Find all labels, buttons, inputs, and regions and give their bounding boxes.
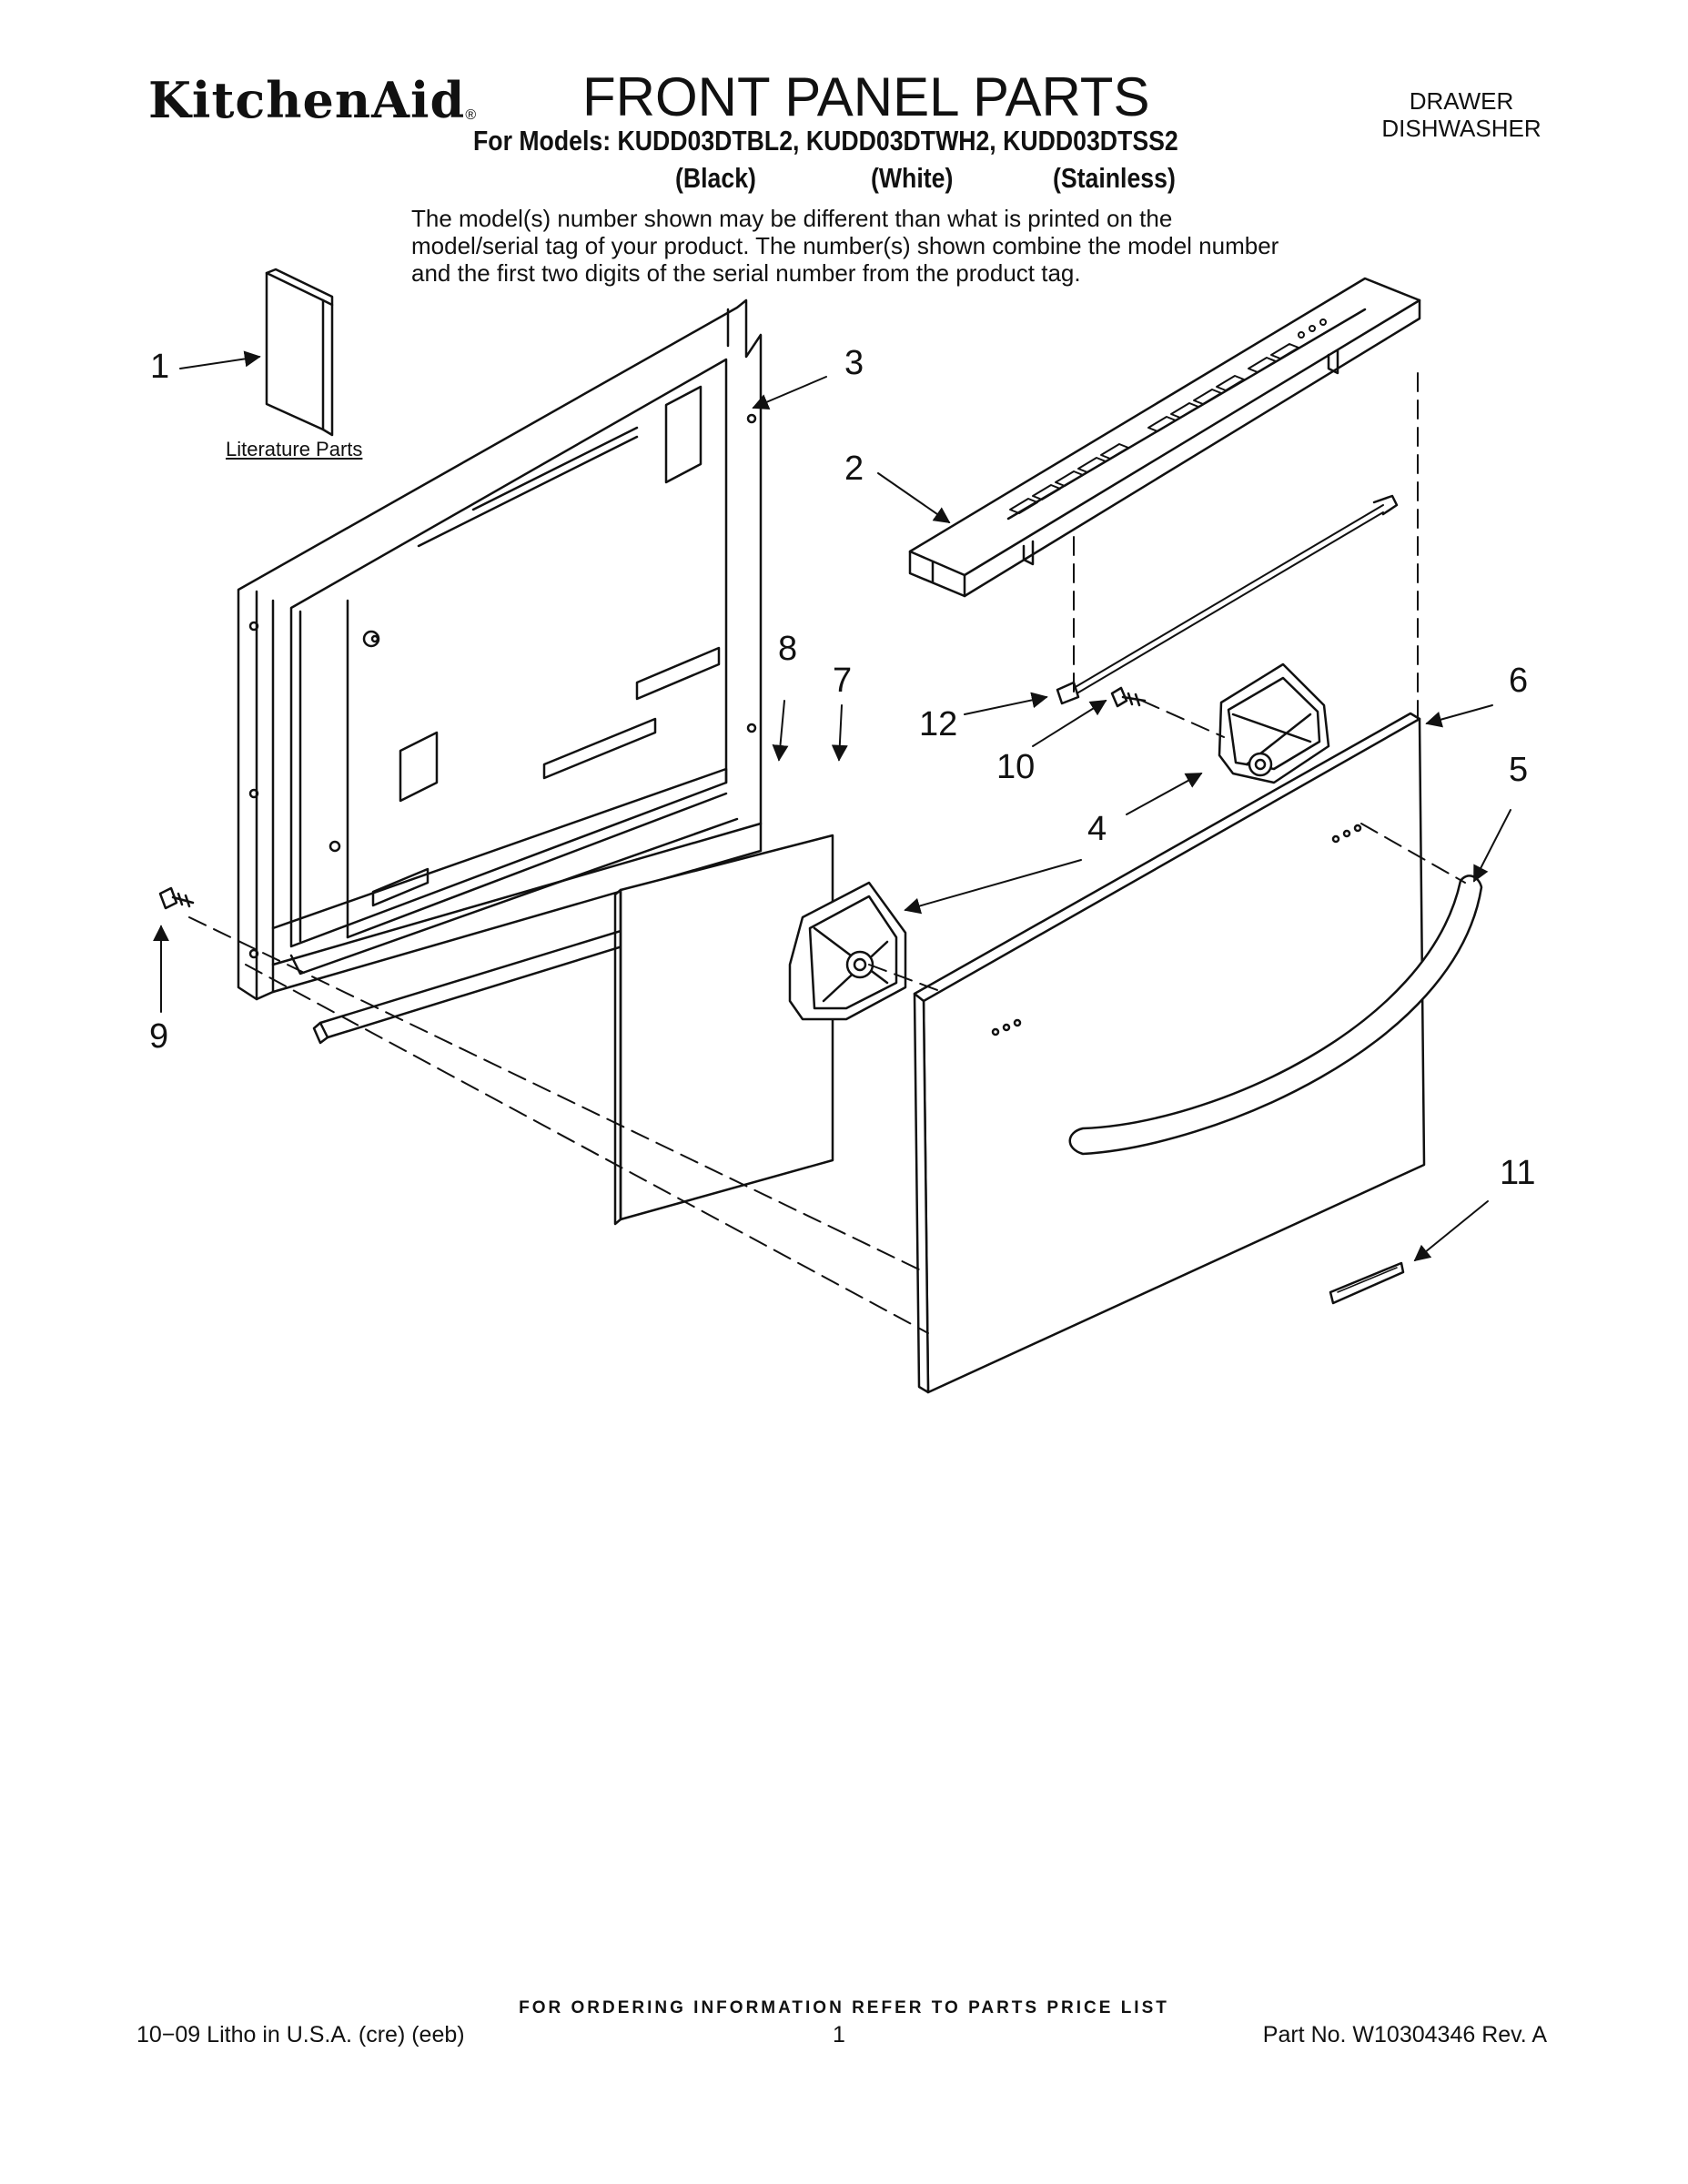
callout-leaders: [153, 350, 1511, 1262]
model-note: The model(s) number shown may be differe…: [411, 205, 1279, 287]
screw-9: [158, 886, 195, 910]
callout-2: 2: [844, 450, 864, 488]
part-number: Part No. W10304346 Rev. A: [1262, 2022, 1547, 2048]
insulation-pad: [613, 834, 834, 1226]
category-line-1: DRAWER: [1409, 87, 1514, 115]
page-title: FRONT PANEL PARTS: [582, 66, 1150, 127]
callout-11: 11: [1500, 1154, 1536, 1192]
outer-door-panel: [913, 712, 1426, 1394]
brand-name: KitchenAid: [148, 71, 466, 129]
callout-3: 3: [844, 344, 864, 382]
callout-5: 5: [1509, 751, 1529, 789]
wire-harness: [1056, 494, 1399, 705]
litho-info: 10−09 Litho in U.S.A. (cre) (eeb): [136, 2022, 465, 2048]
nameplate-badge: [1329, 1261, 1405, 1305]
callout-9: 9: [149, 1017, 169, 1056]
registered-mark: ®: [465, 107, 478, 123]
variant-stainless: (Stainless): [1053, 162, 1176, 194]
callout-1: 1: [150, 348, 170, 386]
door-handle: [1068, 875, 1483, 1156]
product-category: DRAWER DISHWASHER: [1352, 87, 1571, 142]
screw-10: [1110, 686, 1147, 708]
brand-logo: KitchenAid®: [148, 71, 477, 129]
control-buttons: [1009, 318, 1327, 514]
models-line: For Models: KUDD03DTBL2, KUDD03DTWH2, KU…: [473, 125, 1178, 157]
literature-booklet: [265, 268, 334, 437]
variant-white: (White): [871, 162, 954, 194]
page-number: 1: [833, 2022, 845, 2048]
control-panel: [908, 277, 1421, 598]
alignment-lines: [188, 372, 1466, 1334]
literature-parts-label: Literature Parts: [226, 438, 363, 460]
category-line-2: DISHWASHER: [1381, 115, 1541, 142]
mounting-bracket-left: [788, 881, 907, 1021]
callout-7: 7: [833, 662, 853, 700]
callout-12: 12: [919, 705, 958, 743]
mounting-bracket-right: [1218, 662, 1330, 784]
inner-door-frame: [237, 298, 763, 1001]
ordering-info: FOR ORDERING INFORMATION REFER TO PARTS …: [519, 1998, 1169, 2017]
callout-10: 10: [996, 748, 1036, 786]
callout-4: 4: [1087, 810, 1107, 848]
callout-6: 6: [1509, 662, 1529, 700]
callout-8: 8: [778, 630, 798, 668]
variant-black: (Black): [675, 162, 756, 194]
